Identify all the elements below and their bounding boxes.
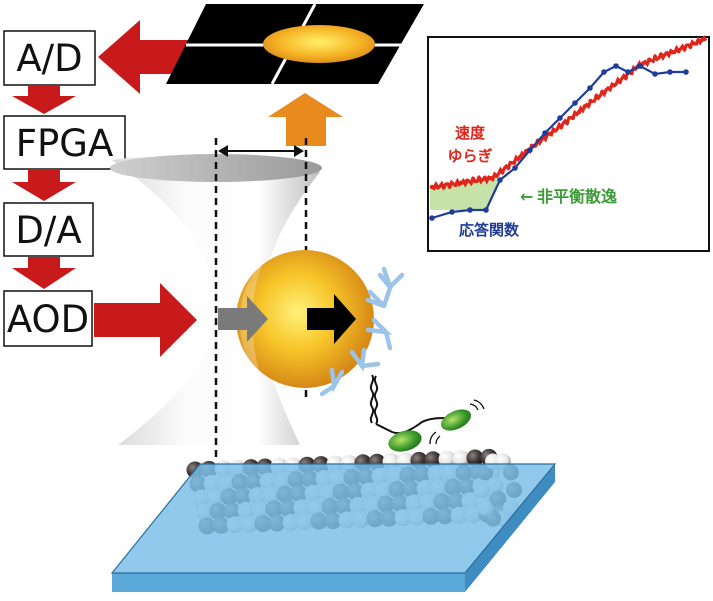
response-function-point (572, 100, 578, 106)
velocity-fluctuation-point (600, 89, 605, 95)
fpga-box: FPGA (3, 115, 126, 170)
ad-label: A/D (16, 37, 82, 80)
velocity-fluctuation-point (465, 178, 470, 183)
velocity-fluctuation-point (441, 185, 446, 190)
response-function-point (601, 69, 607, 75)
response-function-point (449, 209, 455, 215)
velocity-fluctuation-point (459, 180, 464, 186)
response-function-point (652, 71, 658, 77)
fpga-to-da-arrow (12, 170, 76, 201)
velocity-fluctuation-point (588, 98, 593, 104)
inset-frame (427, 36, 710, 252)
response-function-point (667, 69, 673, 75)
control-chain: A/D FPGA D/A AOD (3, 20, 212, 357)
response-function-point (467, 207, 473, 213)
velocity-fluctuation-point (553, 128, 558, 133)
velocity-fluctuation-point (517, 154, 523, 160)
velocity-fluctuation-point (512, 160, 517, 165)
response-function-point (512, 165, 518, 171)
velocity-fluctuation-point (670, 50, 675, 55)
da-label: D/A (15, 209, 81, 252)
velocity-fluctuation-point (500, 169, 505, 175)
response-function-point (637, 63, 643, 69)
velocity-fluctuation-point (570, 115, 576, 121)
velocity-fluctuation-point (482, 175, 488, 181)
detector-light-spot (263, 25, 375, 63)
response-function-point (527, 147, 533, 153)
velocity-label-line2: ゆらぎ (447, 147, 492, 165)
velocity-fluctuation-point (488, 175, 493, 181)
response-function-point (557, 115, 563, 121)
velocity-fluctuation-series (429, 35, 708, 191)
velocity-fluctuation-point (647, 57, 652, 62)
light-to-detector-arrow (268, 93, 343, 146)
velocity-fluctuation-point (611, 83, 617, 88)
antibody-icons (319, 266, 405, 397)
trap-force-arrow (218, 296, 268, 342)
response-function-point (613, 63, 619, 69)
velocity-fluctuation-point (547, 131, 552, 136)
velocity-fluctuation-point (453, 182, 458, 188)
ad-to-fpga-arrow (12, 86, 76, 114)
velocity-fluctuation-point (652, 54, 658, 59)
bead-displacement-arrow (307, 294, 356, 344)
velocity-fluctuation-point (494, 173, 499, 178)
response-function-series (429, 63, 689, 221)
da-to-aod-arrow (12, 257, 76, 289)
velocity-fluctuation-point (688, 44, 693, 49)
da-box: D/A (3, 202, 94, 257)
aod-label: AOD (7, 298, 89, 341)
dissipation-area (430, 174, 500, 210)
detector-to-ad-arrow (98, 20, 212, 94)
quadrant-photodiode-icon (166, 3, 424, 85)
velocity-fluctuation-point (699, 37, 705, 43)
velocity-fluctuation-point (594, 93, 599, 99)
response-function-label: 応答関数 (459, 221, 520, 239)
velocity-fluctuation-point (676, 48, 681, 54)
non-equilibrium-label: 非平衡散逸 (537, 187, 617, 206)
velocity-fluctuation-point (682, 47, 687, 52)
kinesin-motor-icon (369, 374, 485, 452)
velocity-fluctuation-point (429, 184, 435, 190)
ad-box: A/D (3, 30, 96, 86)
response-function-point (542, 130, 548, 136)
aod-to-trap-arrow (94, 283, 197, 357)
velocity-fluctuation-point (641, 60, 646, 66)
velocity-fluctuation-point (447, 184, 452, 189)
non-equilibrium-arrow: ← (520, 187, 533, 206)
velocity-fluctuation-point (506, 165, 511, 171)
velocity-fluctuation-point (582, 104, 587, 109)
glass-substrate-icon (110, 463, 557, 592)
response-function-point (683, 69, 689, 75)
aod-box: AOD (3, 290, 93, 347)
velocity-fluctuation-point (558, 124, 564, 130)
velocity-fluctuation-point (576, 110, 581, 115)
velocity-fluctuation-point (694, 41, 699, 46)
response-function-point (483, 207, 489, 213)
tubulin-subunit (466, 449, 484, 467)
velocity-fluctuation-point (623, 75, 628, 81)
tubulin-subunit (452, 450, 470, 468)
response-function-point (587, 85, 593, 91)
velocity-fluctuation-point (470, 176, 476, 182)
velocity-label-line1: 速度 (455, 124, 486, 142)
fpga-label: FPGA (16, 122, 114, 165)
velocity-fluctuation-point (605, 86, 611, 91)
response-function-point (429, 215, 435, 221)
velocity-fluctuation-point (564, 120, 570, 126)
velocity-fluctuation-point (658, 52, 664, 57)
inset-chart: 速度 ゆらぎ 応答関数 ← 非平衡散逸 (427, 35, 710, 252)
response-function-point (625, 69, 631, 75)
velocity-fluctuation-point (476, 175, 482, 181)
velocity-fluctuation-point (664, 51, 670, 56)
velocity-fluctuation-point (617, 79, 623, 85)
response-function-point (497, 177, 503, 183)
velocity-fluctuation-point (435, 185, 441, 190)
